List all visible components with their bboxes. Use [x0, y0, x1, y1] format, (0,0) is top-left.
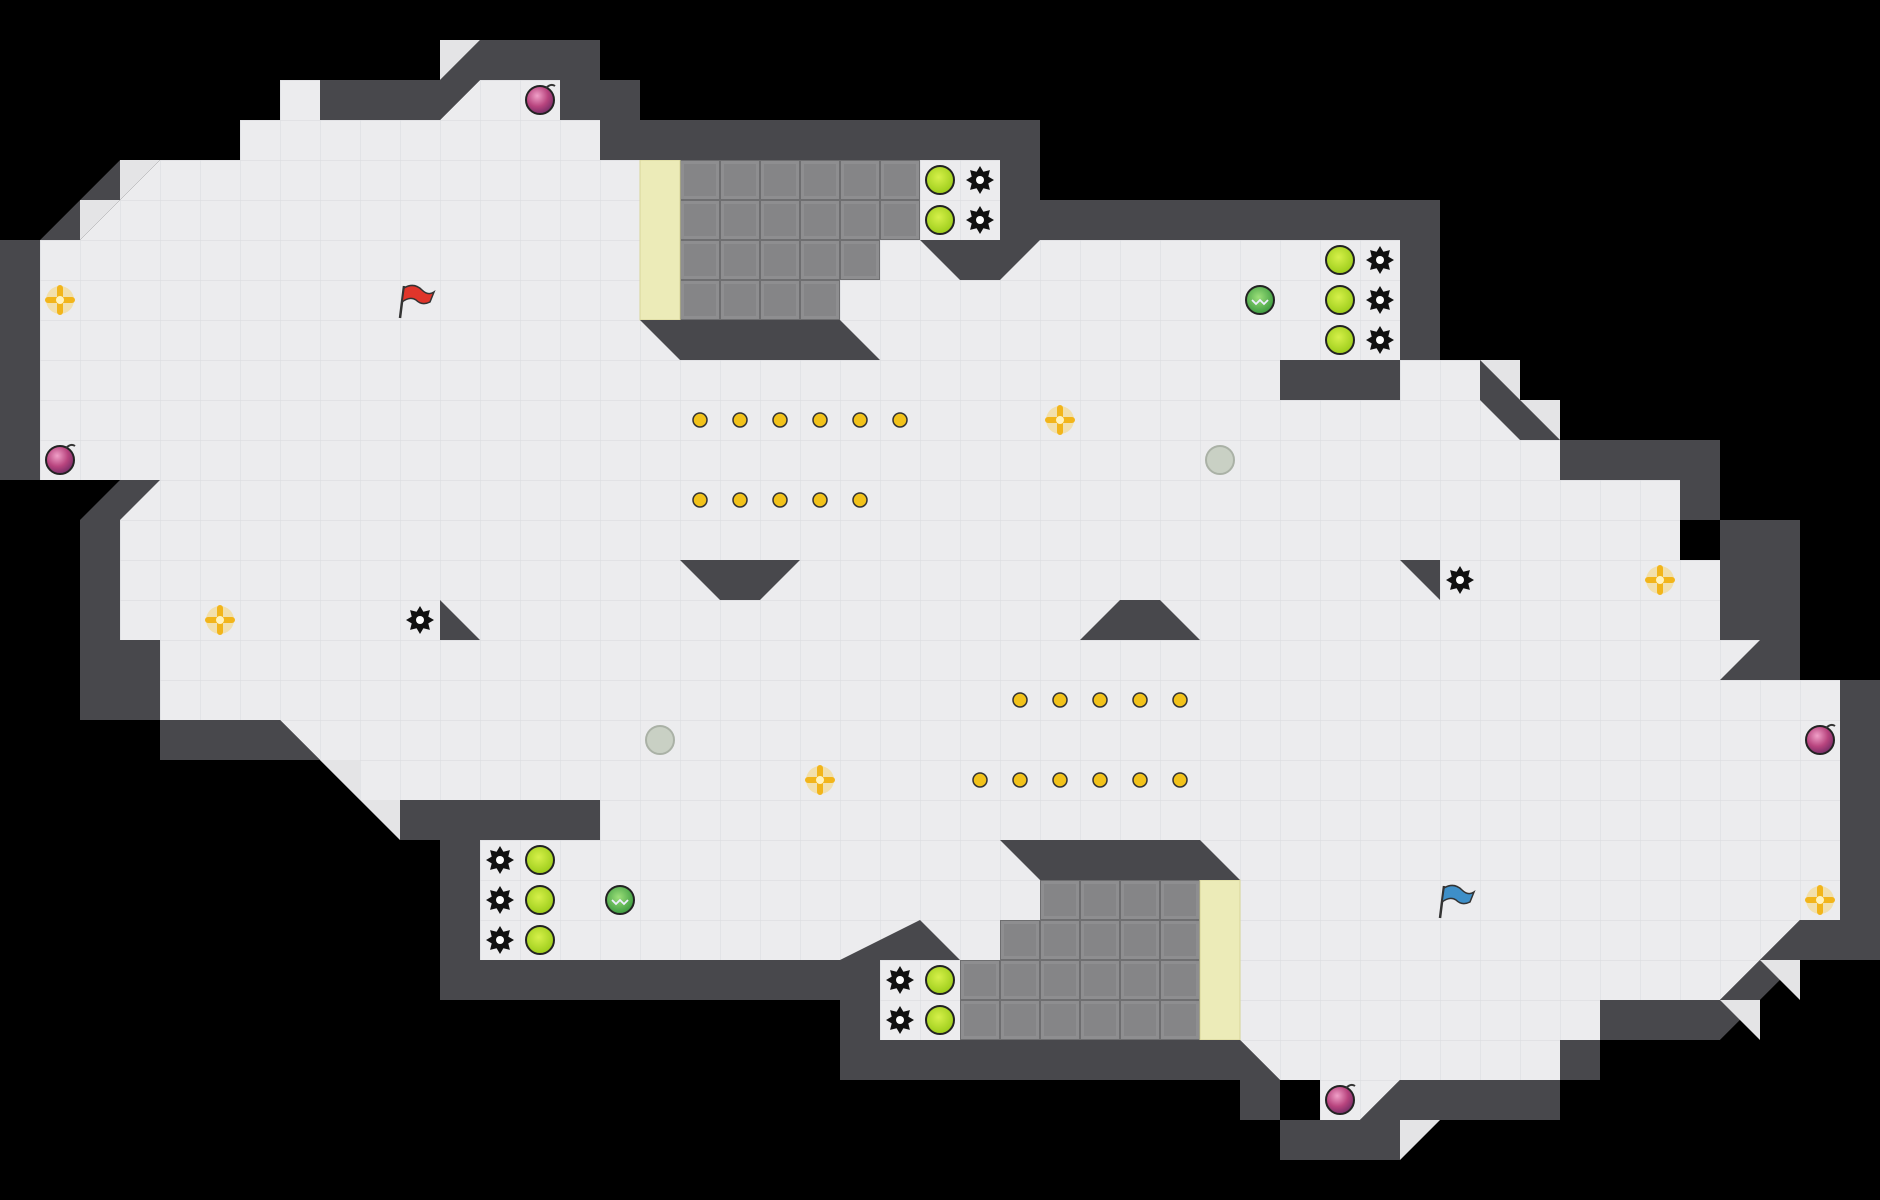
dot-icon: [1012, 772, 1028, 788]
wall-ledge-right: [1280, 360, 1400, 400]
dot-icon: [772, 412, 788, 428]
wall-alcove-upper: [1000, 160, 1040, 240]
powerup-icon: [925, 965, 955, 995]
powerup-icon: [1325, 285, 1355, 315]
dot-icon: [852, 412, 868, 428]
wall-corner-right: [1400, 560, 1440, 600]
bomb-icon: [525, 83, 556, 115]
dot-icon: [692, 492, 708, 508]
spike-icon: [406, 606, 434, 634]
team-zone-lower: [1199, 879, 1241, 1041]
powerup-icon: [1325, 245, 1355, 275]
spike-icon: [886, 1006, 914, 1034]
void-top: [0, 0, 1880, 680]
corner-sliver: [360, 800, 400, 840]
wall-notch-lower: [840, 920, 960, 960]
team-zone-upper: [639, 159, 681, 321]
powerup-icon: [525, 925, 555, 955]
spike-icon: [486, 886, 514, 914]
spike-icon: [966, 206, 994, 234]
wall-ramp-upper: [640, 320, 880, 360]
dot-icon: [852, 492, 868, 508]
bomb-icon: [1325, 1083, 1356, 1115]
dot-icon: [772, 492, 788, 508]
grate-upper: [680, 160, 920, 320]
gate-icon: [1205, 445, 1235, 475]
spike-icon: [486, 926, 514, 954]
dot-icon: [732, 412, 748, 428]
grate-lower: [960, 880, 1200, 1040]
wall-corner-left: [440, 600, 480, 640]
dot-icon: [732, 492, 748, 508]
corner-sliver: [1480, 360, 1520, 400]
dot-icon: [1172, 692, 1188, 708]
spike-icon: [1446, 566, 1474, 594]
boost-icon: [1045, 405, 1075, 435]
powerup-icon: [925, 165, 955, 195]
red-flag-icon: [398, 284, 436, 319]
dot-icon: [972, 772, 988, 788]
dot-icon: [692, 412, 708, 428]
boost-icon: [805, 765, 835, 795]
powerup-icon: [925, 205, 955, 235]
dot-icon: [1092, 772, 1108, 788]
dot-icon: [1132, 692, 1148, 708]
tagpro-icon: [1245, 285, 1275, 315]
corner-sliver: [320, 760, 360, 800]
corner-sliver: [120, 160, 160, 200]
spike-icon: [886, 966, 914, 994]
corner-sliver: [1720, 1000, 1760, 1040]
corner-sliver: [1520, 400, 1560, 440]
boost-icon: [1645, 565, 1675, 595]
boost-icon: [45, 285, 75, 315]
bomb-icon: [45, 443, 76, 475]
corner-sliver: [80, 200, 120, 240]
powerup-icon: [525, 885, 555, 915]
spike-icon: [1366, 246, 1394, 274]
spike-icon: [966, 166, 994, 194]
corner-sliver: [440, 40, 480, 80]
wall-alcove-lower: [840, 960, 880, 1040]
dot-icon: [812, 492, 828, 508]
wall-ledge-left: [480, 800, 600, 840]
dot-icon: [1052, 692, 1068, 708]
blue-flag-icon: [1438, 884, 1476, 919]
dot-icon: [1172, 772, 1188, 788]
spike-icon: [486, 846, 514, 874]
dot-icon: [812, 412, 828, 428]
powerup-icon: [925, 1005, 955, 1035]
powerup-icon: [525, 845, 555, 875]
bomb-icon: [1805, 723, 1836, 755]
corner-sliver: [1760, 960, 1800, 1000]
dot-icon: [1132, 772, 1148, 788]
boost-icon: [1805, 885, 1835, 915]
powerup-icon: [1325, 325, 1355, 355]
gate-icon: [645, 725, 675, 755]
corner-sliver: [1400, 1120, 1440, 1160]
tagpro-icon: [605, 885, 635, 915]
void-bottom: [0, 480, 1880, 1200]
outer-walls: [0, 40, 1880, 1160]
wall-wedge-down: [680, 560, 800, 600]
dot-icon: [1092, 692, 1108, 708]
wall-wedge-up: [1080, 600, 1200, 640]
boost-icon: [205, 605, 235, 635]
spike-icon: [1366, 286, 1394, 314]
dot-icon: [1012, 692, 1028, 708]
dot-icon: [1052, 772, 1068, 788]
spike-icon: [1366, 326, 1394, 354]
dot-icon: [892, 412, 908, 428]
wall-ramp-lower: [1000, 840, 1240, 880]
